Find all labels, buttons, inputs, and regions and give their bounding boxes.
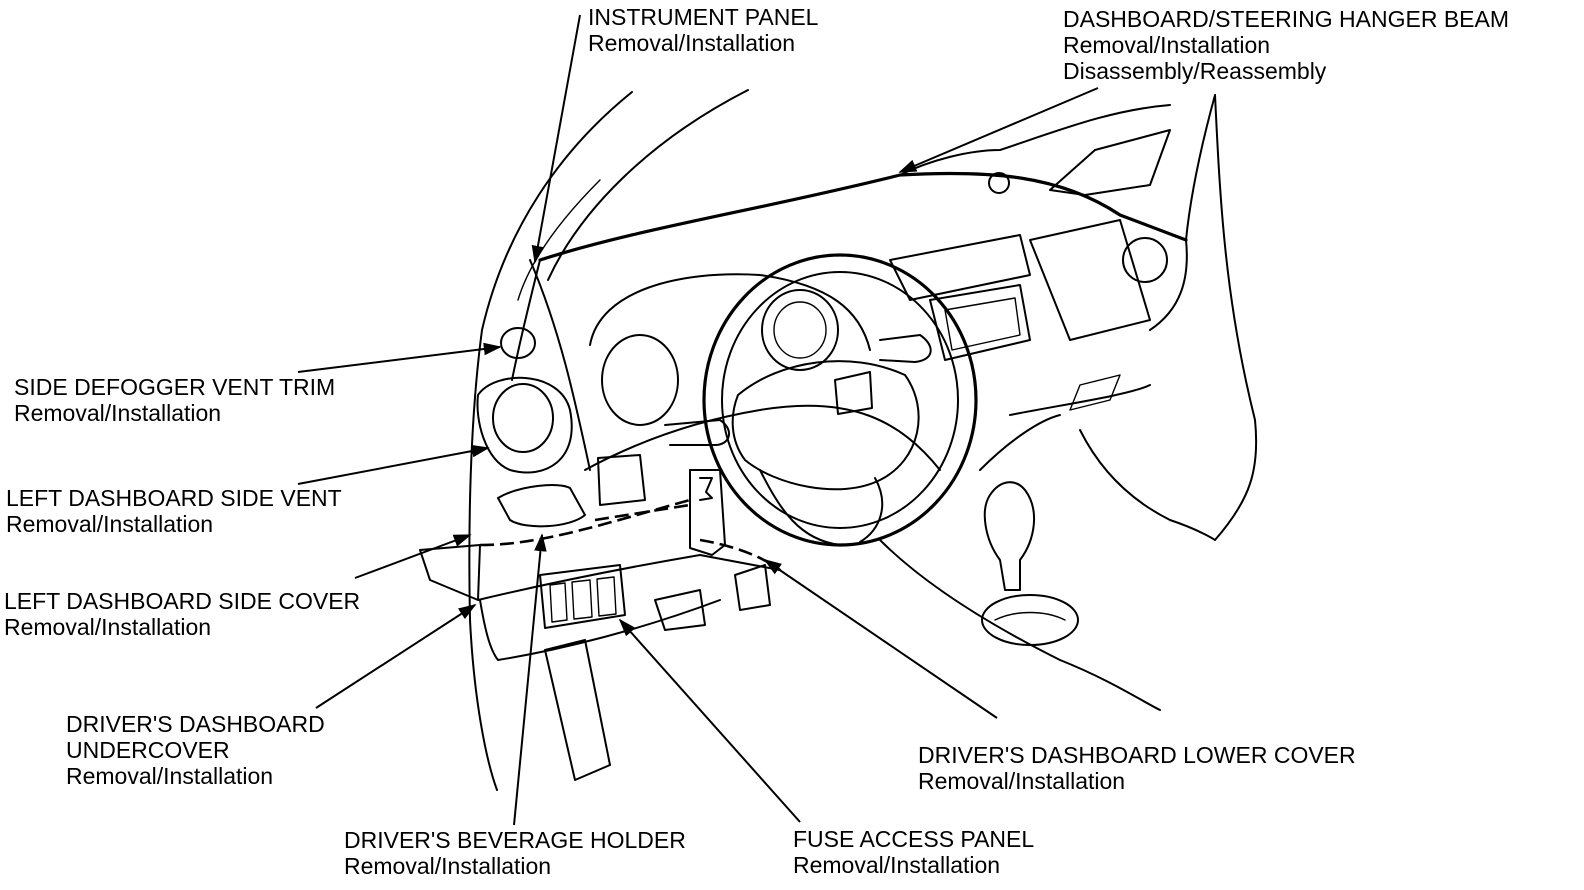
beverage-holder-procedure: Removal/Installation [344,853,552,879]
hanger-beam-procedure-2: Disassembly/Reassembly [1063,58,1327,84]
instrument-panel-procedure: Removal/Installation [588,30,796,56]
hanger-beam-callout: DASHBOARD/STEERING HANGER BEAM Removal/I… [1063,6,1509,84]
lower-cover-procedure: Removal/Installation [918,768,1126,794]
undercover-callout: DRIVER'S DASHBOARD UNDERCOVER Removal/In… [66,711,325,789]
hanger-beam-title: DASHBOARD/STEERING HANGER BEAM [1063,6,1510,32]
side-defogger-title: SIDE DEFOGGER VENT TRIM [14,374,336,400]
beverage-holder-title: DRIVER'S BEVERAGE HOLDER [344,827,686,853]
instrument-panel-callout: INSTRUMENT PANEL Removal/Installation [588,4,818,56]
left-side-vent-callout: LEFT DASHBOARD SIDE VENT Removal/Install… [6,485,342,537]
left-side-cover-title: LEFT DASHBOARD SIDE COVER [4,588,361,614]
undercover-procedure: Removal/Installation [66,763,274,789]
undercover-title-2: UNDERCOVER [66,737,230,763]
hanger-beam-procedure-1: Removal/Installation [1063,32,1271,58]
a-pillar [468,89,749,791]
side-defogger-callout: SIDE DEFOGGER VENT TRIM Removal/Installa… [14,374,335,426]
fuse-panel-title: FUSE ACCESS PANEL [793,826,1035,852]
left-side-vent-procedure: Removal/Installation [6,511,214,537]
left-side-cover-procedure: Removal/Installation [4,614,212,640]
lower-cover-title: DRIVER'S DASHBOARD LOWER COVER [918,742,1356,768]
left-side-vent-title: LEFT DASHBOARD SIDE VENT [6,485,342,511]
steering-wheel [664,253,978,547]
beverage-holder-callout: DRIVER'S BEVERAGE HOLDER Removal/Install… [344,827,686,879]
left-side-vents [476,327,586,528]
lower-dashboard [419,454,781,781]
shift-lever [879,429,1216,711]
undercover-title: DRIVER'S DASHBOARD [66,711,325,737]
side-defogger-procedure: Removal/Installation [14,400,222,426]
leader-lines [297,14,1099,826]
instrument-panel-title: INSTRUMENT PANEL [588,4,819,30]
fuse-panel-procedure: Removal/Installation [793,852,1001,878]
left-side-cover-callout: LEFT DASHBOARD SIDE COVER Removal/Instal… [4,588,360,640]
fuse-panel-callout: FUSE ACCESS PANEL Removal/Installation [793,826,1034,878]
center-console [889,219,1168,471]
dashboard-outline [511,94,1258,541]
lower-cover-callout: DRIVER'S DASHBOARD LOWER COVER Removal/I… [918,742,1356,794]
instrument-cluster [589,273,871,426]
